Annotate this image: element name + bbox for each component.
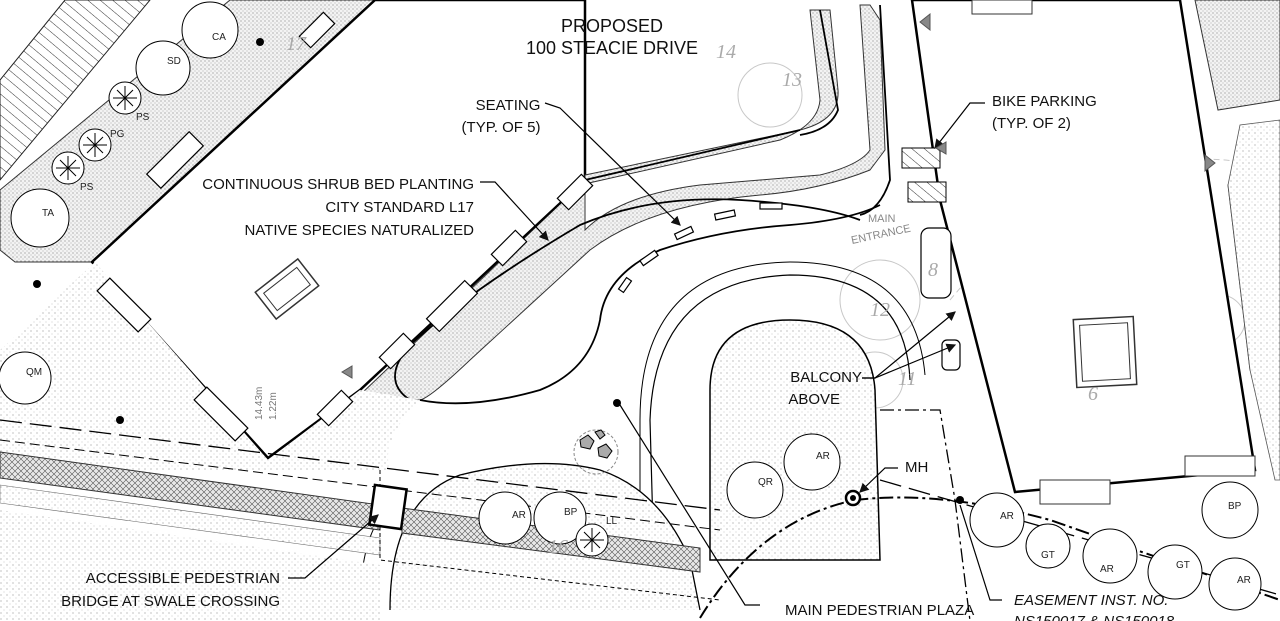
- tree-sd: [135, 40, 191, 96]
- lot-number: 14: [716, 41, 736, 63]
- seating-label: SEATING: [476, 97, 541, 114]
- lot-numbers: 17 14 13 12 11 6 8 16: [286, 33, 1098, 558]
- tree-spokes: [56, 86, 604, 552]
- boulders: [573, 429, 619, 475]
- seating-benches: [617, 202, 783, 294]
- tree-code: CA: [212, 32, 226, 43]
- bike-parking-label: BIKE PARKING: [992, 93, 1097, 110]
- shrub-bed-label: NATIVE SPECIES NATURALIZED: [245, 222, 475, 239]
- shrub-bed-left: [0, 0, 376, 263]
- tree-code: QM: [26, 367, 42, 378]
- shrub-bed-label: CONTINUOUS SHRUB BED PLANTING: [202, 176, 474, 193]
- tree-code: TA: [42, 208, 54, 219]
- shrub-bed-label: CITY STANDARD L17: [325, 199, 474, 216]
- leader-lines: [288, 102, 1002, 606]
- main-entrance-label: MAIN: [868, 213, 896, 225]
- building-right: [910, 0, 1257, 494]
- tree-code: AR: [816, 451, 830, 462]
- tree-code: AR: [1000, 511, 1014, 522]
- hatched-planting-strip: [0, 0, 151, 181]
- lot-number: 12: [870, 299, 890, 321]
- tree-ar4: [1082, 528, 1138, 584]
- tree-ar5: [1208, 557, 1262, 611]
- plaza-pavement: [0, 262, 420, 470]
- tree-bp1: [533, 491, 587, 545]
- easement-label: EASEMENT INST. NO.: [1014, 592, 1168, 609]
- balcony-label: ABOVE: [788, 391, 840, 408]
- tree-ar2: [783, 433, 841, 491]
- bridge-label: ACCESSIBLE PEDESTRIAN: [86, 570, 280, 587]
- lot-number: 13: [782, 69, 802, 91]
- tree-code: GT: [1176, 560, 1190, 571]
- tree-qr: [726, 461, 784, 519]
- tree-gt2: [1147, 544, 1203, 600]
- dimension-labels: 14.43m 1.22m: [254, 387, 279, 420]
- tree-code: LL: [606, 516, 618, 527]
- bike-parking-label: (TYP. OF 2): [992, 115, 1071, 132]
- title-line-1: PROPOSED: [561, 16, 663, 36]
- tree-code: SD: [167, 56, 181, 67]
- tree-qm: [0, 351, 52, 405]
- tree-code: AR: [512, 510, 526, 521]
- easement-label: NS150017 & NS150018: [1014, 613, 1175, 621]
- tree-code: PS: [136, 112, 150, 123]
- lot-number: 17: [286, 33, 307, 55]
- bridge-label: BRIDGE AT SWALE CROSSING: [61, 593, 280, 610]
- tree-ca: [181, 1, 239, 59]
- seating-label: (TYP. OF 5): [462, 119, 541, 136]
- tree-code: BP: [564, 507, 578, 518]
- pedestrian-bridge: [367, 483, 409, 531]
- tree-code: AR: [1237, 575, 1251, 586]
- lot-number: 8: [928, 259, 938, 281]
- tree-code-labels: CA SD PS PG PS TA QM AR BP LL QR AR AR G…: [26, 32, 1251, 586]
- building-right-skylight: [1072, 315, 1138, 389]
- lot-number: 11: [898, 368, 917, 390]
- manhole-label: MH: [905, 459, 928, 476]
- lot-number: 6: [1088, 383, 1098, 405]
- title-line-2: 100 STEACIE DRIVE: [526, 38, 698, 58]
- tree-code: AR: [1100, 564, 1114, 575]
- building-left-skylight: [254, 257, 320, 321]
- main-entrance-label: ENTRANCE: [850, 223, 912, 247]
- tree-gt1: [1025, 523, 1071, 569]
- tree-code: GT: [1041, 550, 1055, 561]
- tree-code: PS: [80, 182, 94, 193]
- tree-ta: [10, 188, 70, 248]
- tree-ar1: [478, 491, 532, 545]
- title-block: PROPOSED 100 STEACIE DRIVE: [526, 16, 698, 58]
- dimension-value: 1.22m: [268, 392, 279, 420]
- tree-code: BP: [1228, 501, 1242, 512]
- shrub-bed-curve: [358, 4, 886, 401]
- tree-bp2: [1201, 481, 1259, 539]
- tree-ar3: [969, 492, 1025, 548]
- plaza-label: MAIN PEDESTRIAN PLAZA: [785, 602, 974, 619]
- lot-number: 16: [548, 536, 568, 558]
- balcony-label: BALCONY: [790, 369, 862, 386]
- tree-code: PG: [110, 129, 125, 140]
- tree-code: QR: [758, 477, 773, 488]
- bike-racks: [901, 147, 947, 203]
- dimension-value: 14.43m: [254, 387, 265, 420]
